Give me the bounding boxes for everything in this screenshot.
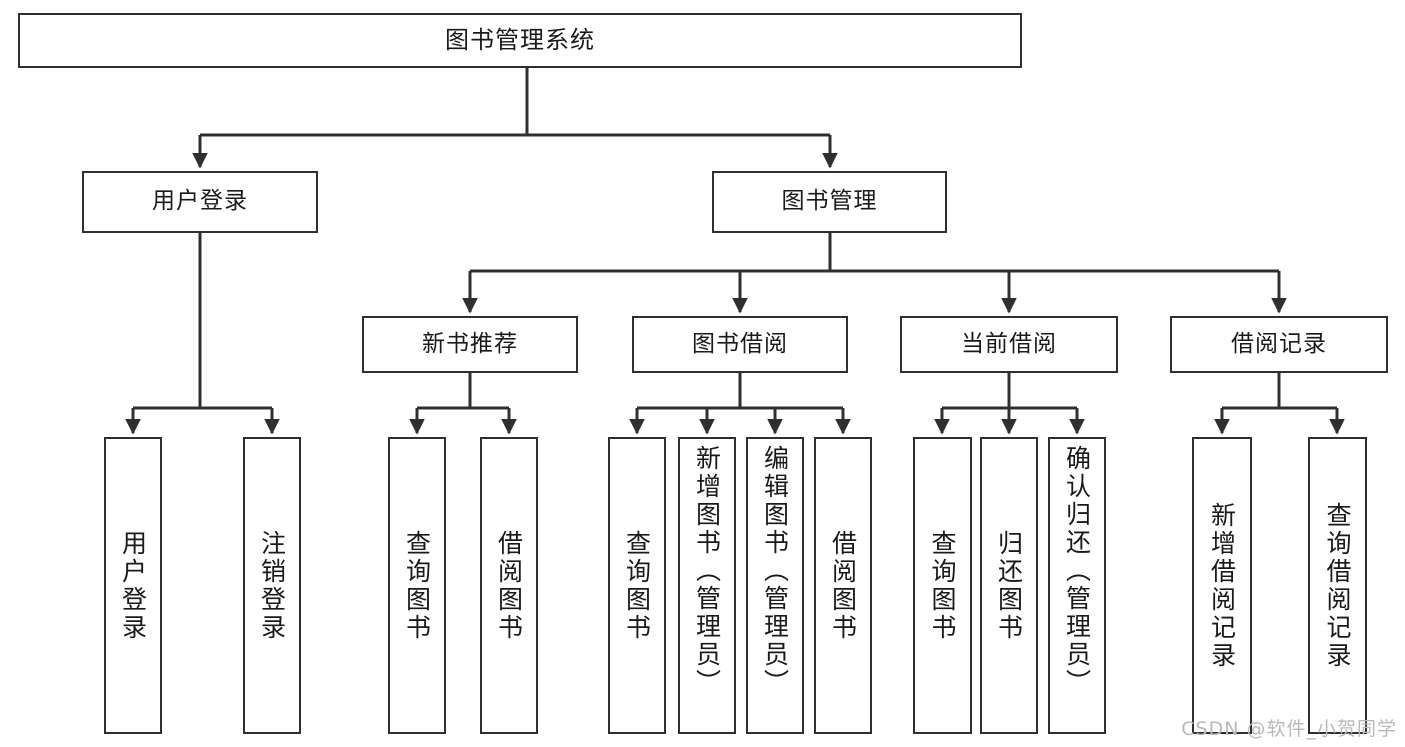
node-leaf-query-record-label: 查询借阅记录 — [1323, 501, 1352, 670]
node-book-borrow[interactable]: 图书借阅 — [632, 316, 848, 373]
node-leaf-query-book-borrow-label: 查询图书 — [622, 529, 652, 642]
node-borrow-records-label: 借阅记录 — [1231, 330, 1327, 357]
watermark: CSDN @软件_小贺同学 — [1181, 718, 1397, 740]
node-leaf-add-record-label: 新增借阅记录 — [1207, 501, 1237, 670]
node-current-borrow[interactable]: 当前借阅 — [900, 316, 1118, 373]
node-leaf-edit-book[interactable]: 编辑图书（管理员） — [746, 437, 804, 734]
node-leaf-query-record[interactable]: 查询借阅记录 — [1308, 437, 1367, 734]
node-root-label: 图书管理系统 — [445, 26, 595, 55]
node-leaf-query-book-new-label: 查询图书 — [402, 529, 432, 642]
node-leaf-query-book-current-label: 查询图书 — [928, 529, 957, 642]
node-leaf-logout-label: 注销登录 — [257, 529, 287, 642]
node-leaf-user-login[interactable]: 用户登录 — [104, 437, 162, 734]
node-current-borrow-label: 当前借阅 — [961, 330, 1057, 357]
node-leaf-return-book-label: 归还图书 — [994, 529, 1024, 642]
node-leaf-query-book-current[interactable]: 查询图书 — [913, 437, 972, 734]
node-leaf-user-login-label: 用户登录 — [118, 529, 148, 642]
node-leaf-add-record[interactable]: 新增借阅记录 — [1192, 437, 1252, 734]
node-leaf-add-book[interactable]: 新增图书（管理员） — [678, 437, 736, 734]
node-leaf-query-book-new[interactable]: 查询图书 — [388, 437, 446, 734]
node-leaf-add-book-label: 新增图书（管理员） — [692, 445, 722, 697]
node-leaf-logout[interactable]: 注销登录 — [243, 437, 301, 734]
node-new-book-recommend-label: 新书推荐 — [422, 330, 518, 357]
node-leaf-borrow-book-new[interactable]: 借阅图书 — [480, 437, 538, 734]
node-user-login-label: 用户登录 — [152, 188, 248, 215]
node-leaf-query-book-borrow[interactable]: 查询图书 — [608, 437, 666, 734]
node-leaf-confirm-return-label: 确认归还（管理员） — [1062, 445, 1092, 697]
node-user-login[interactable]: 用户登录 — [82, 171, 318, 233]
node-root[interactable]: 图书管理系统 — [18, 13, 1022, 68]
node-leaf-borrow-book-label: 借阅图书 — [828, 529, 858, 642]
node-book-management-label: 图书管理 — [781, 188, 878, 215]
node-book-borrow-label: 图书借阅 — [692, 330, 788, 357]
node-leaf-borrow-book[interactable]: 借阅图书 — [814, 437, 872, 734]
node-leaf-return-book[interactable]: 归还图书 — [980, 437, 1038, 734]
node-leaf-confirm-return[interactable]: 确认归还（管理员） — [1048, 437, 1106, 734]
node-borrow-records[interactable]: 借阅记录 — [1170, 316, 1388, 373]
node-new-book-recommend[interactable]: 新书推荐 — [362, 316, 578, 373]
node-leaf-borrow-book-new-label: 借阅图书 — [494, 529, 524, 642]
node-book-management[interactable]: 图书管理 — [712, 171, 947, 233]
node-leaf-edit-book-label: 编辑图书（管理员） — [760, 445, 790, 697]
